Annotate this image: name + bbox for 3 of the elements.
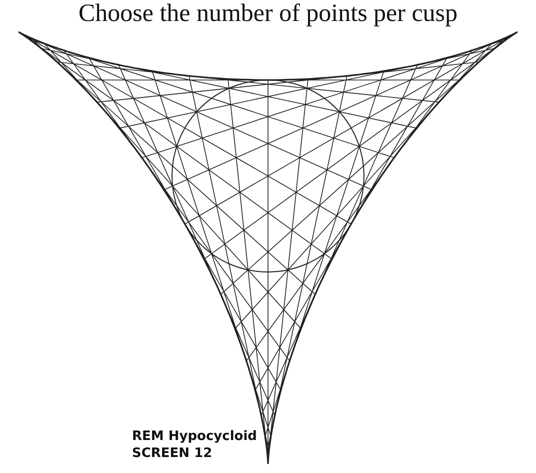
title: Choose the number of points per cusp [77, 0, 459, 28]
code-line: SCREEN 12 [132, 445, 212, 462]
code-line: REM Hypocycloid [132, 428, 257, 445]
